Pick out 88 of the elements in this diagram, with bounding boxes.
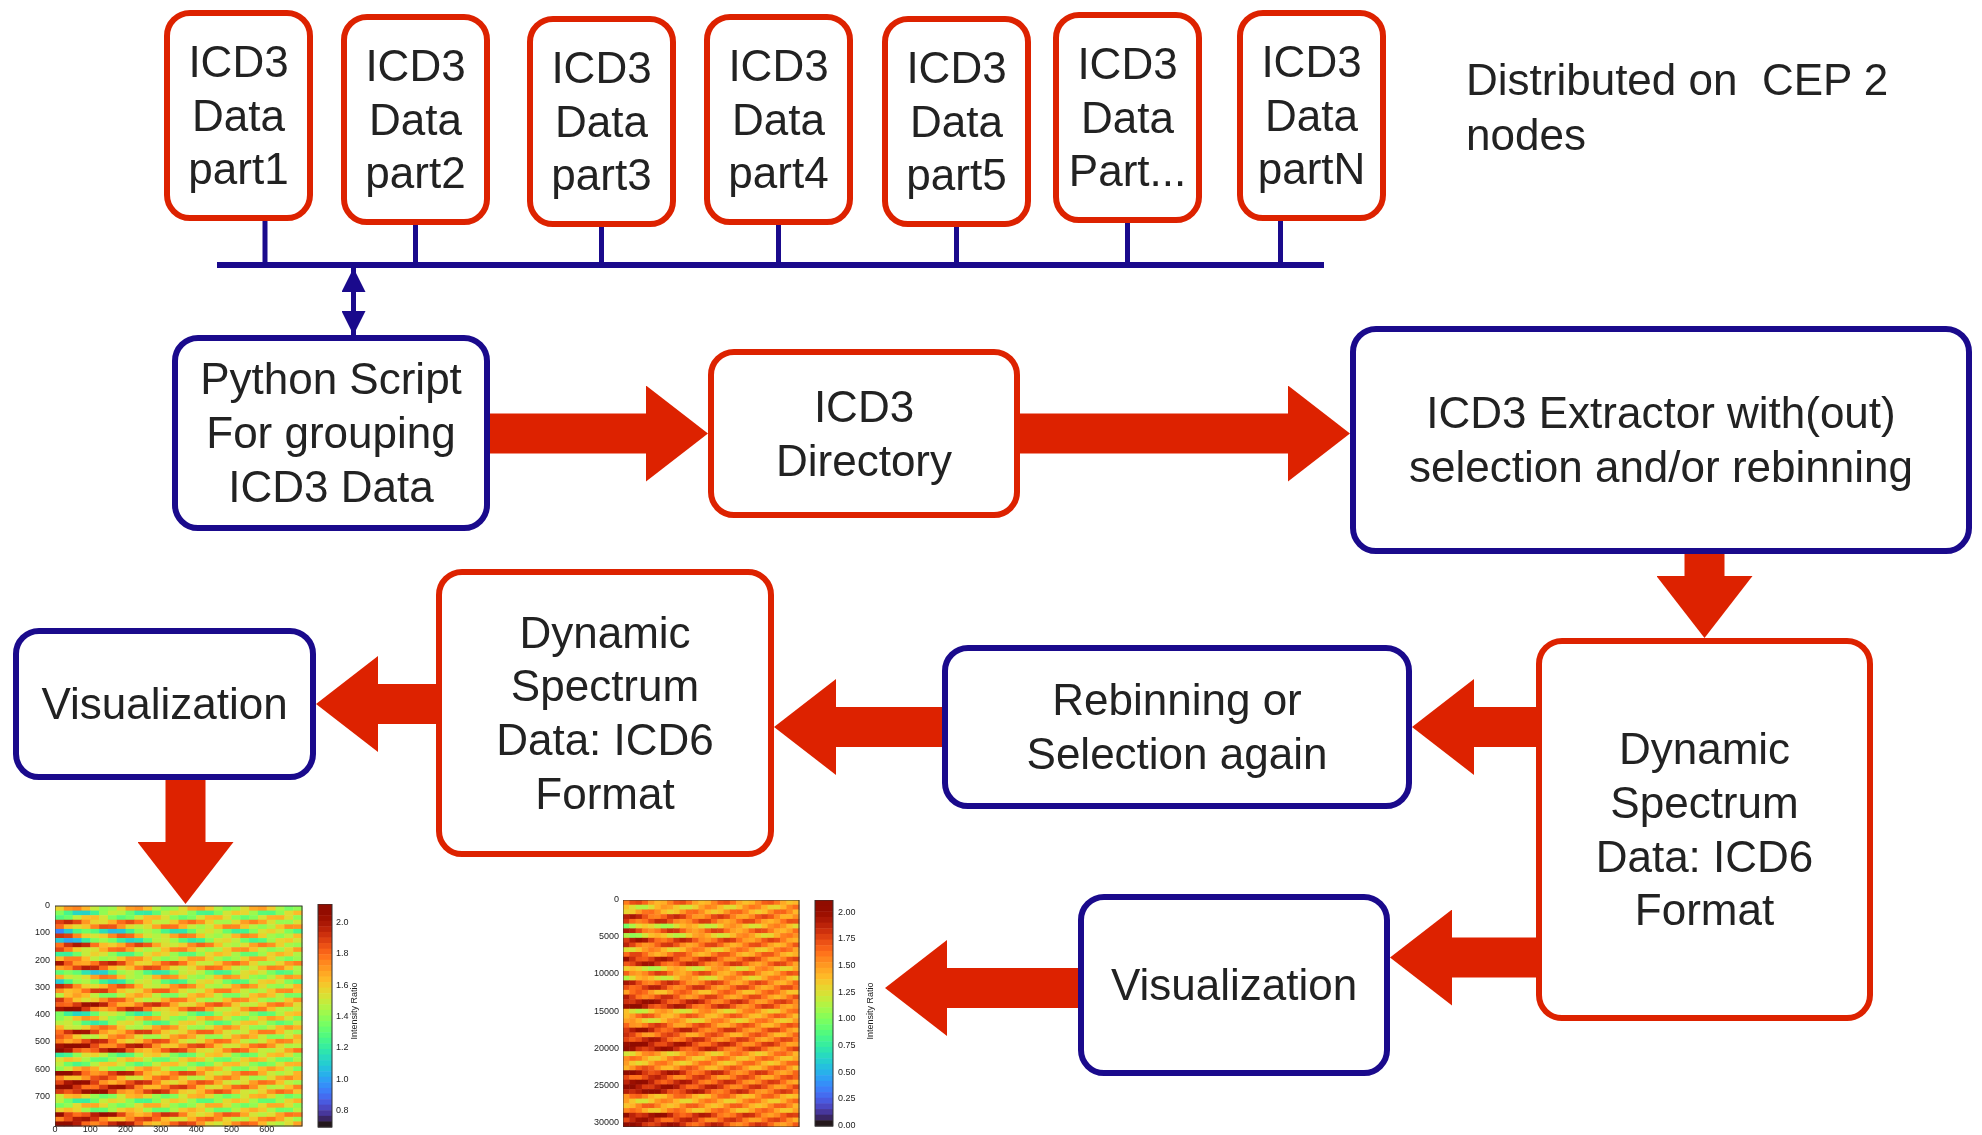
tick-label: 30000 <box>593 1117 619 1128</box>
axis-title: Intensity Ratio <box>349 981 359 1042</box>
process-box <box>704 14 853 225</box>
tick-label: 200 <box>34 954 50 965</box>
node-text: ICD3 Data part5 <box>905 42 1008 202</box>
block-arrow <box>490 385 708 482</box>
tick-label: 0.25 <box>838 1093 856 1104</box>
tick-label: 200 <box>117 1124 134 1134</box>
node-text: ICD3 Data part3 <box>550 42 653 202</box>
tick-label: 0 <box>45 900 50 910</box>
bus-bar <box>217 262 1324 268</box>
tick-label: 1.4 <box>336 1011 349 1022</box>
tick-label: 0 <box>51 1124 59 1134</box>
process-box <box>942 645 1412 809</box>
tick-label: 400 <box>188 1124 205 1134</box>
process-box <box>341 14 490 225</box>
node-text: Rebinning or Selection again <box>1025 674 1329 780</box>
block-arrow <box>1656 554 1753 638</box>
tick-label: 0.50 <box>838 1066 856 1077</box>
tick-label: 0 <box>614 894 619 904</box>
tick-label: 10000 <box>593 968 619 979</box>
tick-label: 20000 <box>593 1042 619 1053</box>
node-text: Visualization <box>1110 959 1358 1012</box>
process-box <box>708 349 1020 518</box>
tick-label: 600 <box>34 1063 50 1074</box>
tick-label: 100 <box>34 927 50 938</box>
tick-label: 2.0 <box>336 916 349 927</box>
process-box <box>1053 12 1202 223</box>
block-arrow <box>1020 385 1350 482</box>
tick-label: 5000 <box>598 931 619 942</box>
tick-label: 500 <box>34 1036 50 1047</box>
node-text: Dynamic Spectrum Data: ICD6 Format <box>1594 723 1815 937</box>
block-arrow <box>316 656 436 752</box>
node-text: ICD3 Directory <box>775 380 953 487</box>
note-text: Distributed on CEP 2 nodes <box>1466 54 1890 161</box>
node-text: ICD3 Extractor with(out) selection and/or rebinning <box>1408 387 1914 493</box>
tick-label: 1.6 <box>336 979 349 990</box>
process-box <box>1350 326 1972 554</box>
tick-label: 1.0 <box>336 1073 349 1084</box>
arrow <box>341 268 366 335</box>
tick-label: 1.2 <box>336 1042 349 1053</box>
tick-label: 1.8 <box>336 948 349 959</box>
process-box <box>172 335 490 531</box>
node-text: ICD3 Data part1 <box>187 36 290 196</box>
tick-label: 300 <box>152 1124 169 1134</box>
tick-label: 1.25 <box>838 986 856 997</box>
tick-label: 1.75 <box>838 933 856 944</box>
node-text: Python Script For grouping ICD3 Data <box>199 353 463 513</box>
tick-label: 0.75 <box>838 1040 856 1051</box>
node-text: Dynamic Spectrum Data: ICD6 Format <box>495 606 715 820</box>
tick-label: 500 <box>223 1124 240 1134</box>
process-box <box>1536 638 1873 1021</box>
tick-label: 0.8 <box>336 1105 349 1116</box>
block-arrow <box>1390 909 1536 1006</box>
connector-line <box>1278 221 1283 262</box>
tick-label: 700 <box>34 1090 50 1101</box>
process-box <box>1237 10 1386 221</box>
tick-label: 1.50 <box>838 960 856 971</box>
process-box <box>436 569 774 857</box>
connector-line <box>776 225 781 262</box>
process-box <box>1078 894 1390 1076</box>
block-arrow <box>774 679 942 775</box>
process-box <box>527 16 676 227</box>
node-text: Visualization <box>41 678 288 731</box>
tick-label: 1.00 <box>838 1013 856 1024</box>
tick-label: 25000 <box>593 1080 619 1091</box>
tick-label: 100 <box>82 1124 99 1134</box>
tick-label: 2.00 <box>838 906 856 917</box>
node-text: ICD3 Data part4 <box>727 40 830 200</box>
connector-line <box>262 221 268 262</box>
tick-label: 15000 <box>593 1005 619 1016</box>
process-box <box>13 628 316 780</box>
tick-label: 0.00 <box>838 1120 856 1130</box>
node-text: ICD3 Data partN <box>1256 36 1367 196</box>
axis-title: Intensity Ratio <box>865 981 875 1042</box>
node-text: ICD3 Data part2 <box>364 40 467 200</box>
block-arrow <box>137 780 234 904</box>
connector-line <box>413 225 418 262</box>
connector-line <box>599 227 604 262</box>
connector-line <box>1125 223 1130 262</box>
block-arrow <box>1412 679 1536 775</box>
tick-label: 600 <box>258 1124 275 1134</box>
process-box <box>164 10 313 221</box>
node-text: ICD3 Data Part... <box>1067 38 1188 198</box>
block-arrow <box>885 940 1078 1036</box>
connector-line <box>954 227 959 262</box>
tick-label: 300 <box>34 981 50 992</box>
process-box <box>882 16 1031 227</box>
